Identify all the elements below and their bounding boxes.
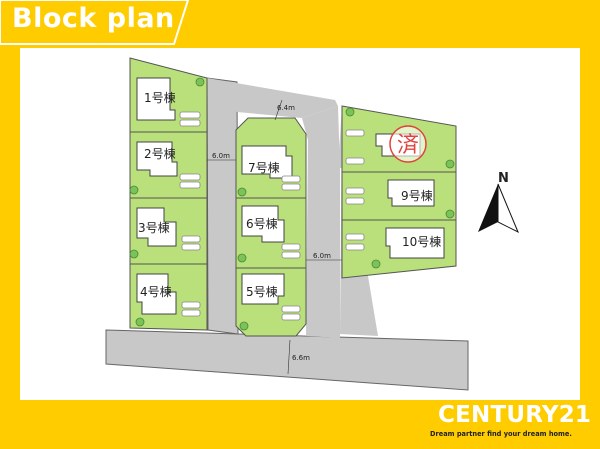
lot-7-label: 7号棟 xyxy=(248,160,280,175)
south-road-width: 6.6m xyxy=(292,354,310,362)
site-map: 済 1号棟 2号棟 3号棟 4号棟 5号棟 6号棟 7号棟 9号棟 10号棟 6… xyxy=(20,48,580,400)
compass: N xyxy=(478,171,519,234)
lot-10-house xyxy=(385,227,445,259)
sold-stamp: 済 xyxy=(389,125,427,163)
lot-3-house xyxy=(136,207,177,247)
brand-logo: CENTURY21 Dream partner find your dream … xyxy=(428,402,596,446)
east-road-width: 6.0m xyxy=(313,252,331,260)
lot-1-house xyxy=(136,77,176,121)
west-road-width: 6.0m xyxy=(212,152,230,160)
lot-5-label: 5号棟 xyxy=(246,284,278,299)
sold-stamp-text: 済 xyxy=(397,133,419,158)
lot-labels: 1号棟 2号棟 3号棟 4号棟 5号棟 6号棟 7号棟 9号棟 10号棟 xyxy=(138,90,441,299)
lot-10-label: 10号棟 xyxy=(402,234,441,249)
trees xyxy=(129,77,455,331)
road-south xyxy=(105,329,469,391)
roads xyxy=(105,77,469,391)
lot-4-label: 4号棟 xyxy=(140,284,172,299)
north-road-width: 6.4m xyxy=(277,104,295,112)
road-middle xyxy=(302,106,340,338)
lot-5-house xyxy=(241,273,285,305)
title-banner xyxy=(0,0,190,45)
lot-6-house xyxy=(241,205,285,243)
lot-4-house xyxy=(136,273,177,315)
lots-east xyxy=(341,105,457,279)
compass-arrow-icon xyxy=(478,184,498,232)
lot-2-label: 2号棟 xyxy=(144,146,176,161)
lot-3-label: 3号棟 xyxy=(138,220,170,235)
parking-spaces xyxy=(179,111,365,321)
lot-1-label: 1号棟 xyxy=(144,90,176,105)
road-west xyxy=(206,77,239,335)
lot-9-label: 9号棟 xyxy=(401,188,433,203)
brand-name: CENTURY21 xyxy=(438,402,592,428)
lot-2-house xyxy=(136,141,178,177)
lot-9-house xyxy=(387,179,435,207)
brand-tagline: Dream partner find your dream home. xyxy=(430,430,572,438)
compass-north-label: N xyxy=(498,171,509,186)
road-north xyxy=(207,78,338,118)
road-width-labels: 6.0m 6.4m 6.0m 6.6m xyxy=(207,99,342,375)
lot-6-label: 6号棟 xyxy=(246,216,278,231)
page-title: Block plan xyxy=(12,3,175,34)
